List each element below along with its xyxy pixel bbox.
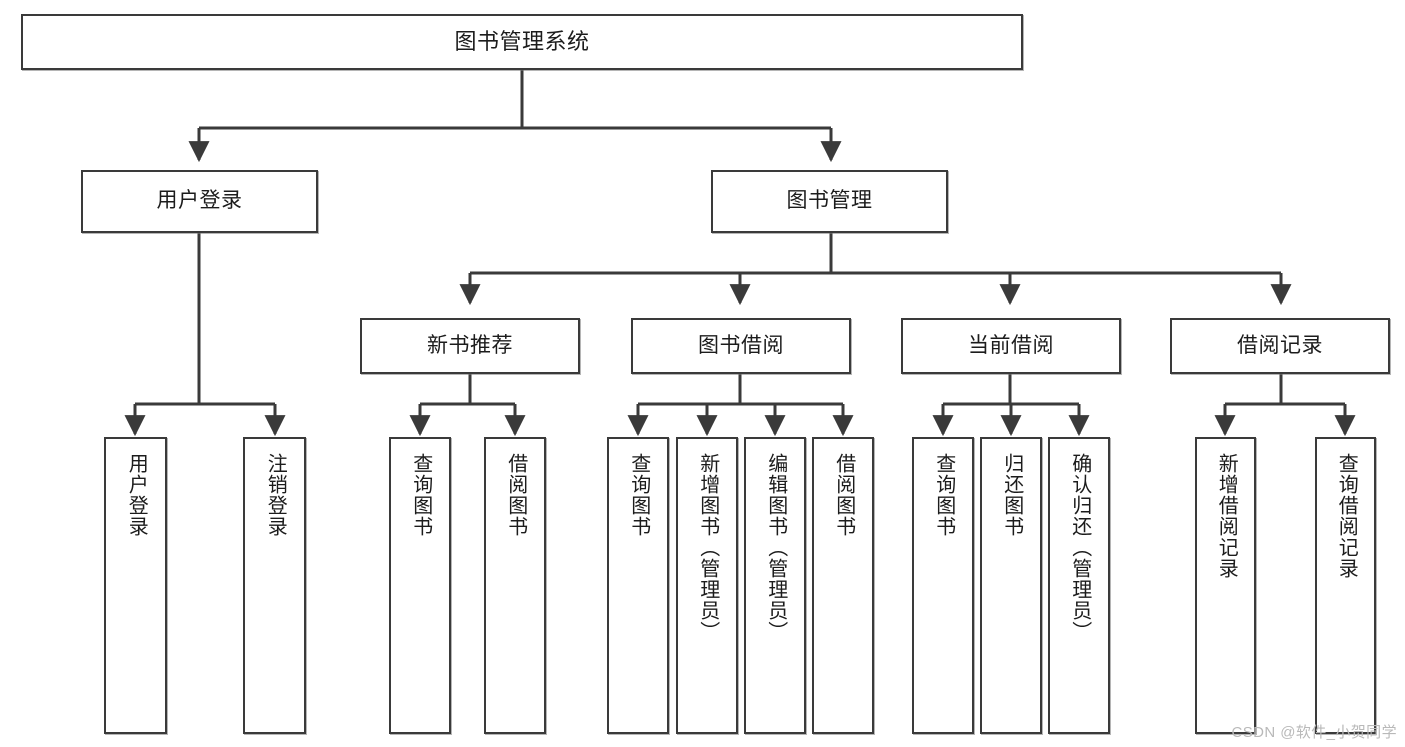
- node-label: 新增借阅记录: [1215, 453, 1238, 579]
- leaf-borrow-record-add-record[interactable]: 新增借阅记录: [1195, 437, 1256, 734]
- leaf-borrow-record-query-record[interactable]: 查询借阅记录: [1315, 437, 1376, 734]
- leaf-current-borrow-return-book[interactable]: 归还图书: [980, 437, 1042, 734]
- leaf-book-borrow-edit-book-admin[interactable]: 编辑图书（管理员）: [744, 437, 806, 734]
- node-label: 借阅记录: [1237, 333, 1323, 357]
- node-label: 查询借阅记录: [1335, 453, 1358, 579]
- node-label: 编辑图书（管理员）: [764, 453, 787, 642]
- leaf-book-borrow-add-book-admin[interactable]: 新增图书（管理员）: [676, 437, 738, 734]
- node-book-borrow[interactable]: 图书借阅: [631, 318, 851, 374]
- node-label: 借阅图书: [832, 453, 855, 537]
- node-new-book-recommendation[interactable]: 新书推荐: [360, 318, 580, 374]
- leaf-user-login-login[interactable]: 用户登录: [104, 437, 167, 734]
- node-label: 当前借阅: [968, 333, 1054, 357]
- node-label: 查询图书: [627, 453, 650, 537]
- node-label: 新书推荐: [427, 333, 513, 357]
- node-label: 图书管理系统: [454, 29, 590, 55]
- leaf-book-borrow-borrow-book[interactable]: 借阅图书: [812, 437, 874, 734]
- leaf-new-book-query-book[interactable]: 查询图书: [389, 437, 451, 734]
- node-label: 确认归还（管理员）: [1068, 453, 1091, 642]
- leaf-new-book-borrow-book[interactable]: 借阅图书: [484, 437, 546, 734]
- node-label: 用户登录: [156, 189, 243, 213]
- leaf-current-borrow-query-book[interactable]: 查询图书: [912, 437, 974, 734]
- leaf-book-borrow-query-book[interactable]: 查询图书: [607, 437, 669, 734]
- node-label: 查询图书: [932, 453, 955, 537]
- node-label: 新增图书（管理员）: [696, 453, 719, 642]
- node-root-book-management-system[interactable]: 图书管理系统: [21, 14, 1023, 70]
- node-label: 图书管理: [786, 189, 873, 213]
- node-label: 注销登录: [264, 453, 287, 537]
- node-book-management[interactable]: 图书管理: [711, 170, 948, 233]
- node-label: 借阅图书: [504, 453, 527, 537]
- node-borrow-record[interactable]: 借阅记录: [1170, 318, 1390, 374]
- node-current-borrow[interactable]: 当前借阅: [901, 318, 1121, 374]
- node-user-login[interactable]: 用户登录: [81, 170, 318, 233]
- leaf-current-borrow-confirm-return-admin[interactable]: 确认归还（管理员）: [1048, 437, 1110, 734]
- node-label: 用户登录: [125, 453, 148, 537]
- node-label: 归还图书: [1000, 453, 1023, 537]
- node-label: 查询图书: [409, 453, 432, 537]
- watermark-text: CSDN @软件_小贺同学: [1231, 724, 1397, 741]
- node-label: 图书借阅: [698, 333, 784, 357]
- leaf-user-login-logout[interactable]: 注销登录: [243, 437, 306, 734]
